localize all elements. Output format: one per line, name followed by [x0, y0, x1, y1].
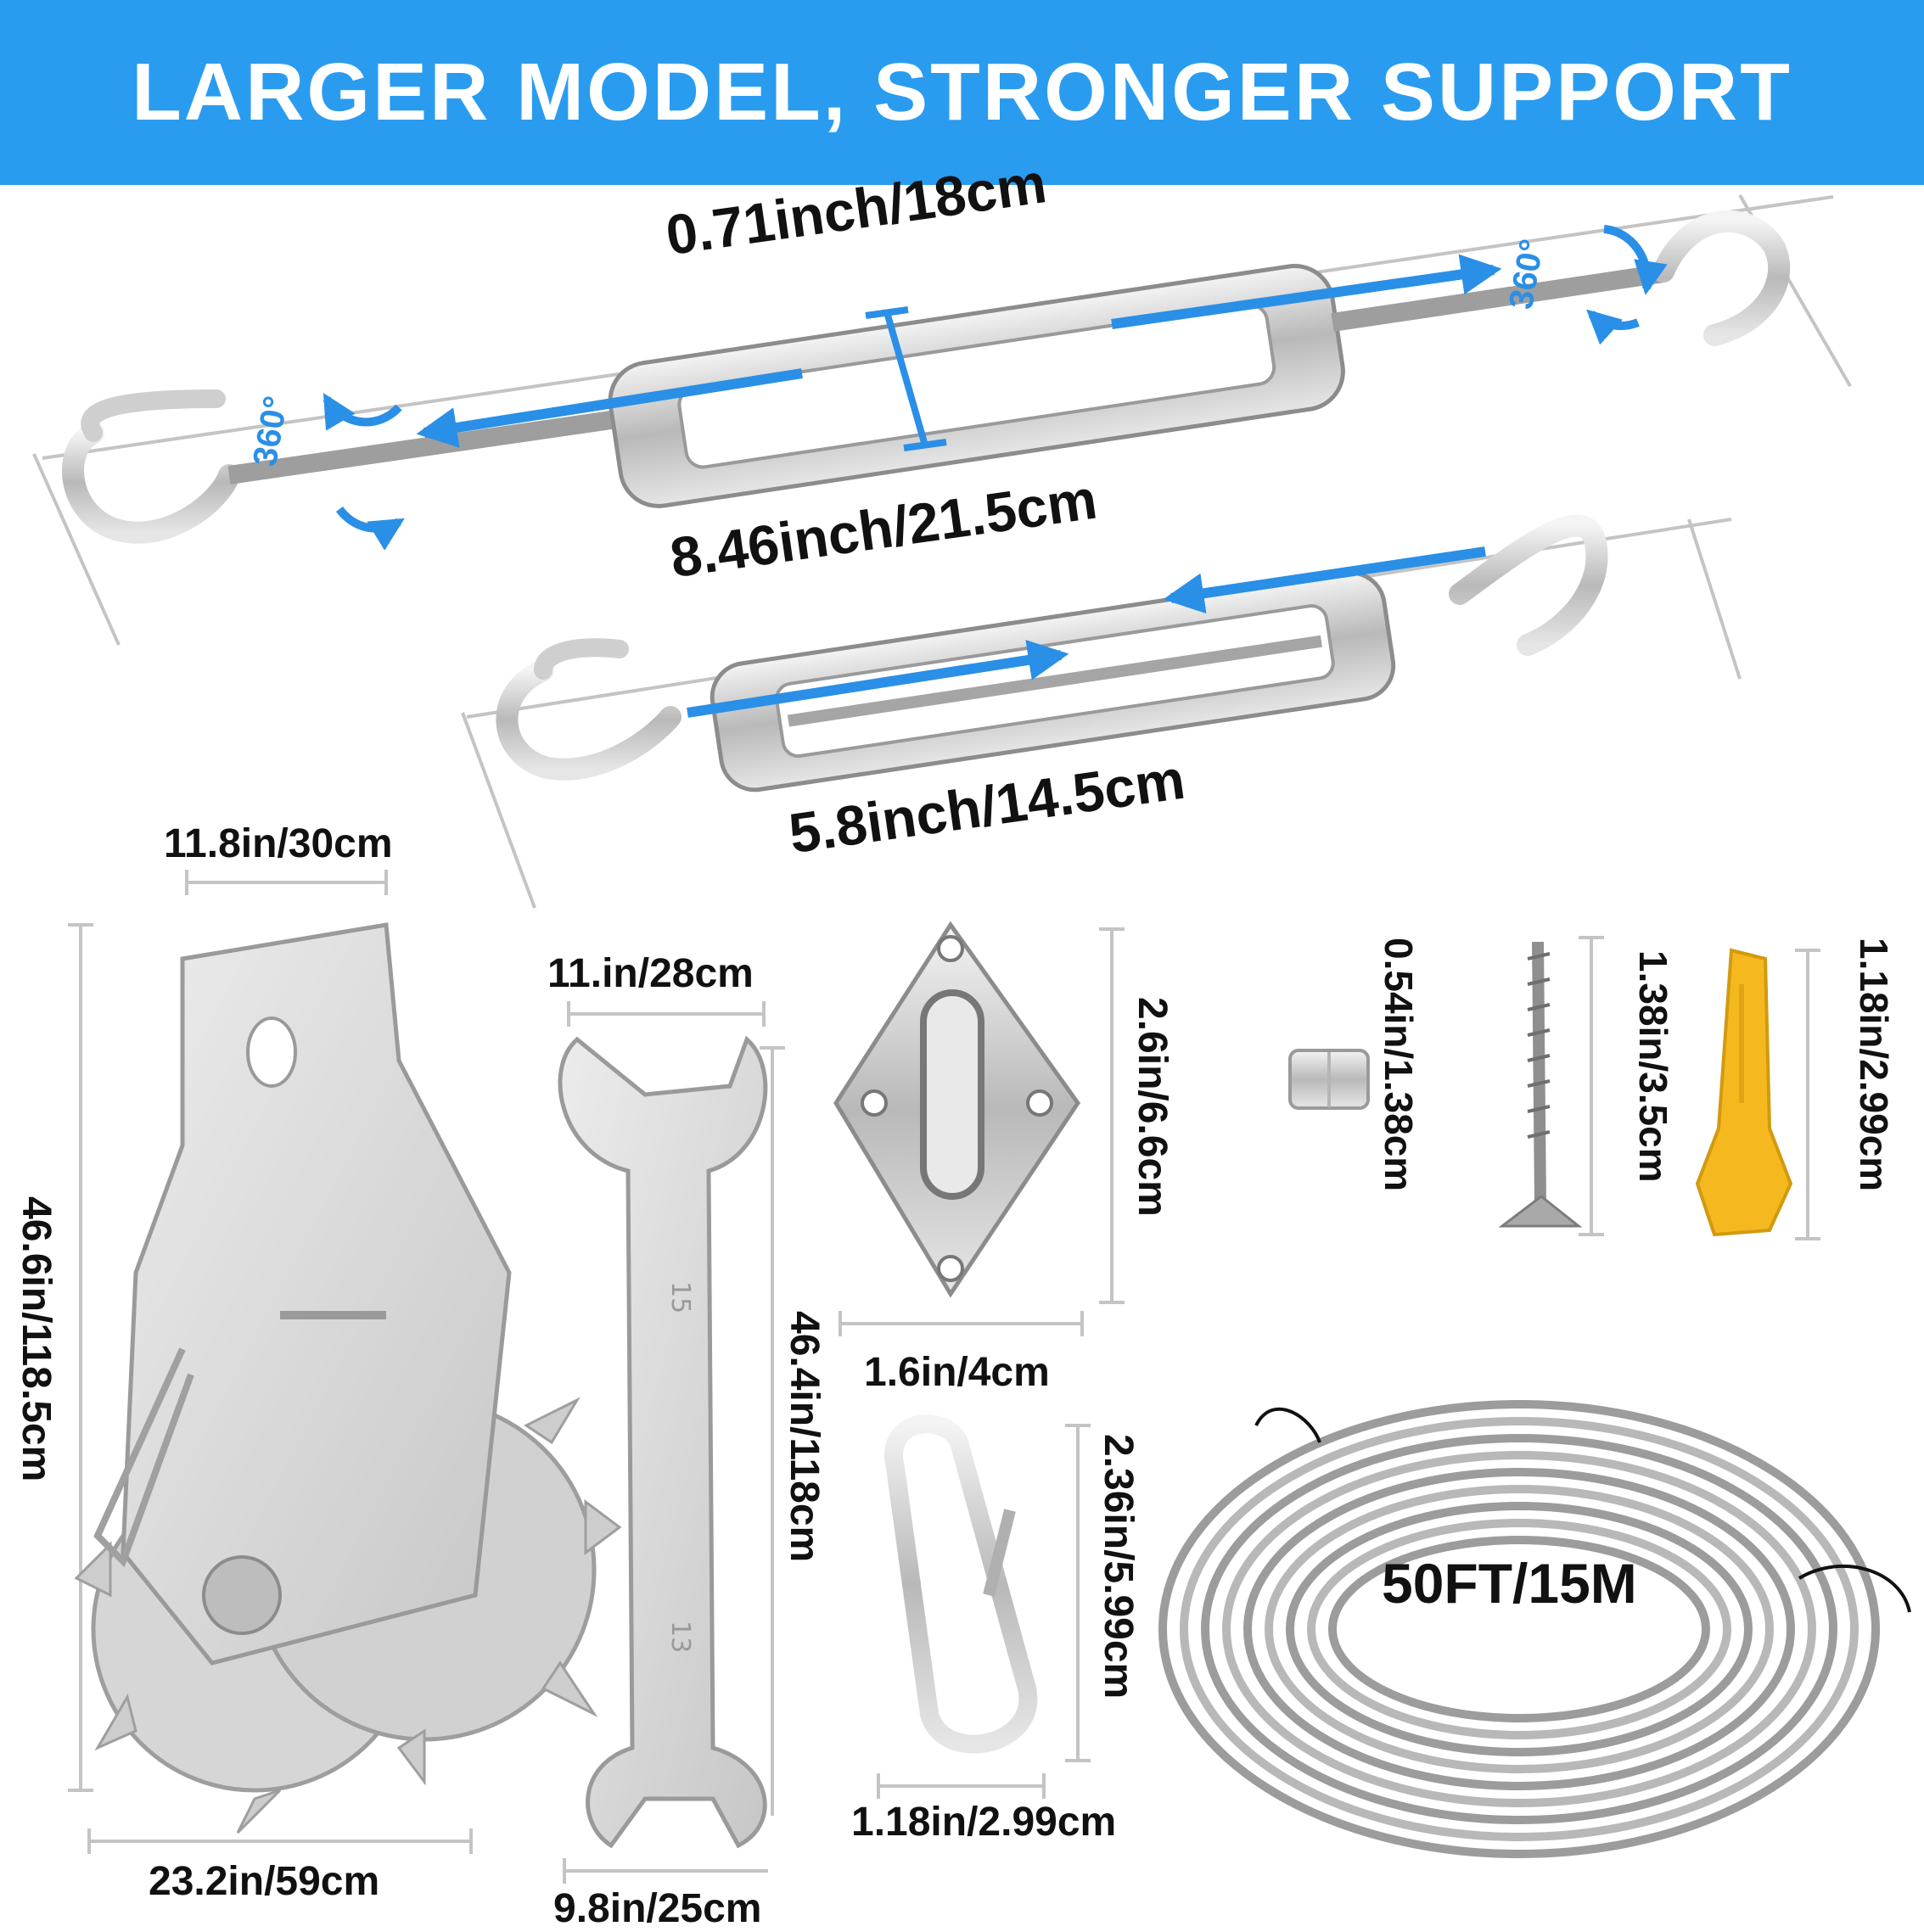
wrench-mark-bottom: 13 [665, 1621, 695, 1653]
aluminum-sleeve [1288, 1049, 1370, 1110]
direction-arrows [416, 254, 1502, 718]
small-turnbuckle [496, 514, 1608, 792]
wire-ratchet-tensioner [74, 922, 622, 1834]
pad-eye-height-label: 2.6in/6.6cm [1130, 997, 1175, 1217]
double-open-wrench [558, 1035, 768, 1849]
pad-eye-width-label: 1.6in/4cm [864, 1350, 1050, 1395]
ratchet-bottom-width-label: 23.2in/59cm [149, 1859, 380, 1904]
wrench-mark-top: 15 [665, 1281, 695, 1313]
diamond-pad-eye [833, 921, 1081, 1298]
wrench-height-label: 46.4in/118cm [782, 1311, 827, 1563]
title-banner [0, 0, 1924, 185]
banner-title: LARGER MODEL, STRONGER SUPPORT [132, 47, 1792, 137]
wrench-top-width-label: 11.in/28cm [547, 951, 754, 996]
snap-hook-height-label: 2.36in/5.99cm [1096, 1434, 1141, 1700]
width-marker [865, 306, 947, 451]
wood-screw [1498, 941, 1583, 1228]
large-turnbuckle [62, 210, 1791, 544]
wrench-bottom-width-label: 9.8in/25cm [553, 1886, 762, 1931]
cable-length-label: 50FT/15M [1382, 1552, 1637, 1615]
snap-hook-carabiner [884, 1414, 1038, 1754]
anchor-length-label: 1.18in/2.99cm [1852, 938, 1896, 1192]
steel-cable-coil [1158, 1400, 1911, 1858]
snap-hook-width-label: 1.18in/2.99cm [851, 1800, 1117, 1845]
screw-length-label: 1.38in/3.5cm [1631, 950, 1675, 1183]
ratchet-top-width-label: 11.8in/30cm [164, 821, 393, 866]
rotate-icon-left [323, 393, 405, 551]
ratchet-height-label: 46.6in/118.5cm [14, 1196, 59, 1482]
rotate-icon-right [1586, 225, 1668, 345]
plastic-wall-anchor [1695, 948, 1793, 1237]
sleeve-size-label: 0.54in/1.38cm [1377, 938, 1421, 1192]
